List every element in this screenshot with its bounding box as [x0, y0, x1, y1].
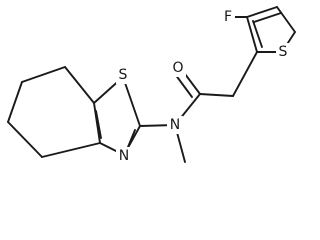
fluorine-label: F: [224, 9, 232, 25]
bond: [21, 66, 66, 83]
bond: [93, 102, 101, 144]
amide-nitrogen-label: N: [170, 117, 180, 133]
carbonyl-oxygen-label: O: [172, 60, 183, 76]
thiophene-sulfur-label: S: [279, 44, 288, 60]
bond: [41, 142, 101, 158]
bond: [246, 6, 278, 18]
bond: [95, 110, 102, 139]
bond: [64, 66, 95, 104]
thiazole-nitrogen-label: N: [119, 148, 129, 164]
bond: [174, 73, 193, 98]
bond: [232, 51, 258, 97]
thiophene-sulfur-atom: S: [276, 43, 290, 61]
bond: [127, 129, 136, 148]
structure-canvas: F S O N S N: [7, 6, 296, 165]
thiazole-nitrogen-atom: N: [116, 147, 132, 165]
amide-nitrogen-atom: N: [167, 116, 183, 134]
bond: [199, 93, 234, 97]
bond: [276, 6, 296, 33]
thiazole-sulfur-atom: S: [116, 66, 130, 84]
bond: [246, 16, 258, 53]
bond: [253, 12, 282, 23]
bond: [252, 20, 263, 48]
carbonyl-oxygen-atom: O: [170, 59, 186, 77]
chemical-structure: F S O N S N: [7, 6, 296, 165]
fluorine-atom: F: [221, 8, 235, 26]
bonds: [7, 6, 296, 163]
atom-labels: F S O N S N: [116, 8, 290, 165]
bond: [7, 121, 43, 158]
bond: [122, 76, 141, 127]
thiazole-sulfur-label: S: [119, 67, 128, 83]
bond: [7, 81, 23, 123]
